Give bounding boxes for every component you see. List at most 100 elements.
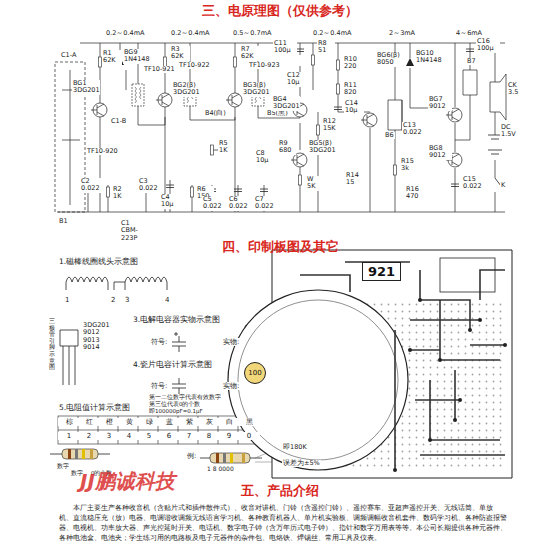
intro-text: 本厂主要生产各种收音机（含贴片式和插件散件式）、收音对讲机、门铃（含遥控门铃）、… xyxy=(58,503,508,543)
label-text: B6 xyxy=(384,132,395,139)
label-text: 误差为±5% xyxy=(282,460,321,467)
label-text: C16 100μ xyxy=(476,38,500,53)
label-text: 1 xyxy=(58,432,80,440)
label-text: C2 0.022 xyxy=(80,178,104,193)
label-text: R7 62K xyxy=(240,46,260,61)
label-text: C15 0.022 xyxy=(462,176,488,191)
node-text: 100 xyxy=(248,369,261,377)
label-text: W 5K xyxy=(306,176,322,191)
label-text: R1 62K xyxy=(102,50,122,65)
label-text: 0 xyxy=(238,432,260,440)
label-text: 数字 xyxy=(56,463,70,469)
label-text: 6 xyxy=(158,432,180,440)
label-text: 0.2～0.4mA xyxy=(312,30,352,37)
label-text: B5(黑) xyxy=(266,110,289,117)
label-text: BG2(β) 3DG201 xyxy=(172,82,204,97)
label-text: BG4 3DG201 xyxy=(272,96,300,111)
label-text: 实物: xyxy=(222,382,240,390)
label-text: 紫 xyxy=(178,418,200,426)
label-text: R10 220 xyxy=(343,56,363,71)
label-text: R5 1K xyxy=(218,140,234,155)
section-heading: 五、产品介绍 xyxy=(0,484,560,499)
label-text: 即100000pF=0.1μF xyxy=(148,408,204,414)
label-text: BG10 1N4148 xyxy=(415,50,445,65)
label-text: C1 CBM-223P xyxy=(120,220,144,242)
label-text: R15 3k xyxy=(400,158,418,173)
label-text: BG1 3DG201 xyxy=(72,80,100,95)
label-text: 3.电解电容器实物示意图 xyxy=(132,316,221,325)
section-heading: 三、电原理图（仅供参考） xyxy=(0,4,560,19)
label-text: 黑 xyxy=(238,418,260,426)
label-text: R8 51 xyxy=(317,40,335,55)
label-text: 9 xyxy=(218,432,240,440)
label-text: 1 xyxy=(64,296,70,304)
label-text: 黄 xyxy=(118,418,140,426)
label-text: C1-B xyxy=(110,118,127,125)
label-text: C11 100μ xyxy=(273,40,297,55)
label-text: C6 0.022 xyxy=(228,196,252,211)
label-text: C3 0.022 xyxy=(138,178,162,193)
label-text: 5.电阻值计算示意图 xyxy=(58,404,131,413)
label-text: 4～6mA xyxy=(455,30,483,37)
label-text: 例: xyxy=(186,452,197,460)
node-text: 921 xyxy=(368,264,395,279)
pcb-label-box: 921 xyxy=(362,262,401,281)
label-text: 符号: xyxy=(150,338,168,346)
color-table xyxy=(58,416,258,444)
label-text: 5 xyxy=(138,432,160,440)
label-text: 4 xyxy=(118,432,140,440)
label-text: 8 xyxy=(198,432,220,440)
label-text: 0.5～0.7mA xyxy=(232,30,272,37)
watermark: JJ鹏诚科技 xyxy=(80,470,175,493)
label-text: 棕 xyxy=(58,418,80,426)
resistor-drawings xyxy=(50,448,279,463)
label-text: 4 xyxy=(164,296,170,304)
label-text: BG9 1N4148 xyxy=(123,49,151,64)
label-text: 2～3mA xyxy=(388,30,416,37)
section-heading: 四、印制板图及其它 xyxy=(0,240,560,255)
schematic-parts xyxy=(84,49,502,197)
schematic-wires xyxy=(55,43,506,212)
label-text: 2 xyxy=(78,432,100,440)
coil-diagram xyxy=(66,277,167,290)
label-text: B4(白) xyxy=(204,110,227,117)
label-text: 第一二位数字代表有效数字 xyxy=(148,394,222,400)
label-text: 即180K xyxy=(282,444,308,451)
label-text: 三极管引脚示意图 xyxy=(48,318,56,371)
label-text: 第三位代表0的个数 xyxy=(148,401,202,407)
label-text: 橙 xyxy=(98,418,120,426)
label-text: BG3(β) 3DG201 xyxy=(242,82,274,97)
label-text: 7 xyxy=(178,432,200,440)
label-text: DC 1.5V xyxy=(500,124,520,139)
label-text: TF10-921 xyxy=(143,66,176,73)
label-text: R12 15K xyxy=(322,118,342,133)
label-text: 1 8 0000 xyxy=(206,466,235,473)
label-text: C12 10μ xyxy=(286,72,310,87)
ceramic-capacitor: 100 xyxy=(244,362,266,384)
label-text: R14 15 xyxy=(345,172,363,187)
label-text: R11 820 xyxy=(343,82,363,97)
label-text: C14 10μ xyxy=(344,100,364,115)
label-text: TF10-923 xyxy=(248,62,281,69)
label-text: R16 470 xyxy=(405,186,425,201)
label-text: R9 680 xyxy=(278,140,296,155)
label-text: C13 0.022 xyxy=(402,122,428,137)
label-text: 2 xyxy=(110,296,116,304)
label-text: 0.2～0.4mA xyxy=(105,30,145,37)
label-text: 0.2～0.4mA xyxy=(170,30,210,37)
label-text: CK 3.5 xyxy=(507,82,525,97)
transistor-drawing xyxy=(60,330,78,385)
label-text: 绿 xyxy=(138,418,160,426)
label-text: BG7 9012 xyxy=(428,96,452,111)
label-text: BG6(β) 8050 xyxy=(376,52,404,67)
label-text: 3 xyxy=(124,296,130,304)
label-text: TF10-920 xyxy=(86,148,119,155)
label-text: 实物: xyxy=(222,338,240,346)
label-text: K xyxy=(500,182,506,189)
label-text: R2 1K xyxy=(112,186,128,201)
label-text: R3 62K xyxy=(170,46,190,61)
pcb-drawing xyxy=(228,250,512,478)
label-text: BG8 9012 xyxy=(428,145,452,160)
label-text: B7 xyxy=(466,58,477,65)
label-text: C4 10μ xyxy=(160,194,180,209)
